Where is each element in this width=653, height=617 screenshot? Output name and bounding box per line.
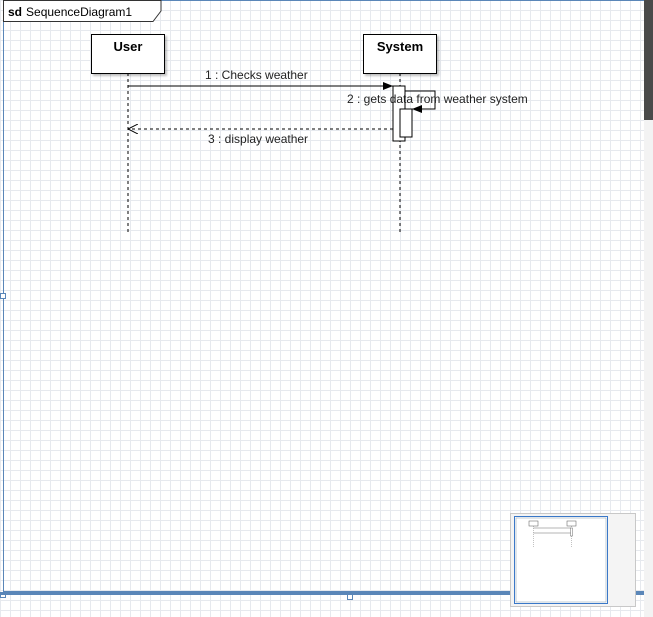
- frame-keyword: sd: [8, 5, 23, 19]
- system-nested-activation-bar[interactable]: [399, 108, 413, 138]
- vertical-scrollbar-thumb[interactable]: [644, 0, 653, 120]
- vertical-scrollbar[interactable]: [644, 0, 653, 617]
- message-1-label: 1 : Checks weather: [205, 68, 308, 82]
- overview-viewport[interactable]: [514, 516, 608, 604]
- lifeline-system-label: System: [376, 39, 424, 54]
- frame-name: SequenceDiagram1: [26, 5, 133, 19]
- lifeline-user-label: User: [113, 39, 143, 54]
- frame-resize-handle-left[interactable]: [0, 293, 6, 299]
- frame-bottom-edge: [0, 592, 645, 595]
- frame-tab: [3, 0, 162, 22]
- overview-thumbnail: [515, 517, 607, 603]
- message-2-arrow[interactable]: [405, 90, 436, 113]
- message-3-label: 3 : display weather: [208, 132, 309, 146]
- message-2-label: 2 : gets data from weather system: [347, 92, 528, 106]
- overview-panel[interactable]: [510, 513, 636, 607]
- lifeline-system-head[interactable]: System: [363, 34, 437, 74]
